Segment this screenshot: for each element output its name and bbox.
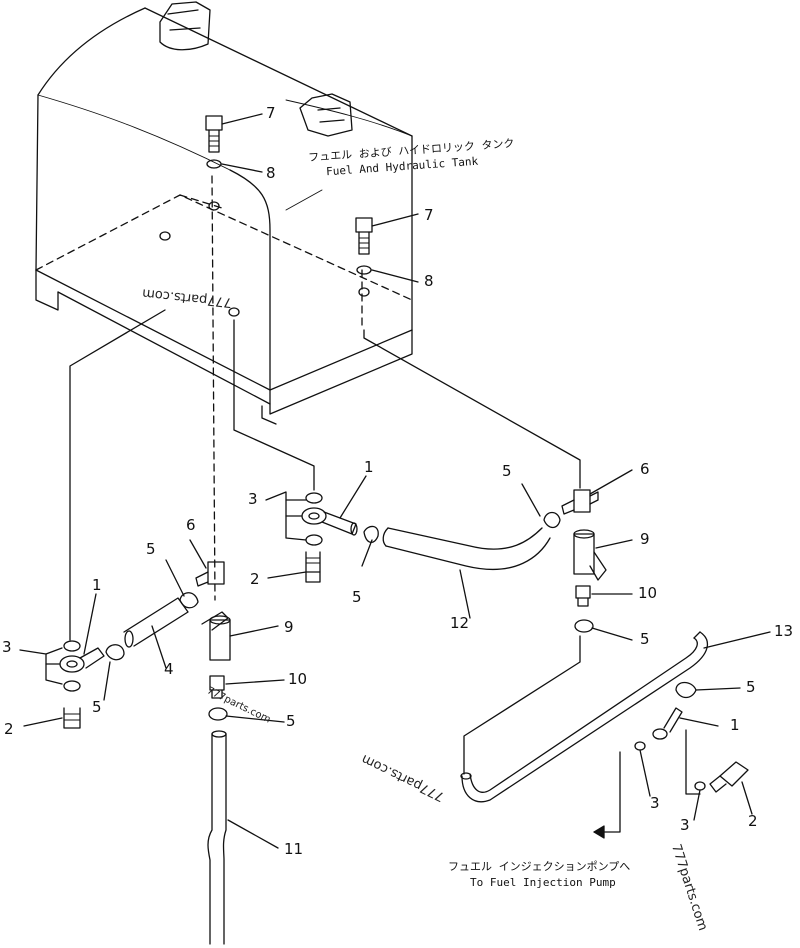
hose-12 [382,527,551,571]
callout-3-left: 3 [2,638,12,656]
callout-5-right-upper: 5 [502,462,512,480]
routing-lines [69,309,701,839]
cock-6-left [195,561,225,587]
callout-3-pump-left: 3 [650,794,660,812]
nipple-10-left [209,675,225,699]
callout-2-left: 2 [4,720,14,738]
bolt-7-lower [355,217,373,255]
tank-ports [159,201,370,317]
banjo-fitting-center [301,492,358,583]
callout-7-upper: 7 [266,104,276,122]
hose-13 [460,631,709,803]
callout-6-left: 6 [186,516,196,534]
washer-8-upper [206,159,222,169]
valve-9-left [201,611,231,661]
clamp-left [105,644,125,661]
banjo-fitting-pump [634,707,749,793]
tank-caps [159,1,353,137]
pump-caption-en: To Fuel Injection Pump [470,876,616,889]
callout-6-right: 6 [640,460,650,478]
callout-3-center: 3 [248,490,258,508]
clamp-left-upper [179,592,199,609]
hose-11 [207,730,227,945]
callout-12: 12 [450,614,470,632]
tank-hidden-lines [35,175,413,601]
callout-10-right: 10 [638,584,658,602]
cock-6-right [561,489,599,515]
callout-3-pump-right: 3 [680,816,690,834]
callout-1-center: 1 [364,458,374,476]
callout-8-upper: 8 [266,164,276,182]
callout-2-center: 2 [250,570,260,588]
callout-10-left: 10 [288,670,308,688]
valve-9-right [573,529,607,581]
callout-7-lower: 7 [424,206,434,224]
callout-9-right: 9 [640,530,650,548]
callout-1-pump: 1 [730,716,740,734]
callout-2-pump: 2 [748,812,758,830]
clamp-center [363,525,379,543]
callout-5-left: 5 [92,698,102,716]
clamp-right-pump [675,681,697,699]
clamp-right-upper [543,511,561,529]
callout-4: 4 [164,660,174,678]
callout-8-lower: 8 [424,272,434,290]
callout-9-left: 9 [284,618,294,636]
callout-5-center: 5 [352,588,362,606]
clamp-left-lower [208,707,228,721]
clamp-right-lower [574,619,594,633]
callout-5-right-lower: 5 [640,630,650,648]
callout-5-pump: 5 [746,678,756,696]
callout-5-left-upper: 5 [146,540,156,558]
callout-1-left: 1 [92,576,102,594]
callout-13: 13 [774,622,794,640]
callout-11: 11 [284,840,304,858]
washer-8-lower [356,265,372,275]
callout-5-left-lower: 5 [286,712,296,730]
nipple-10-right [575,585,591,607]
tank-outline [35,7,413,425]
pump-caption-jp: フュエル インジェクションポンプへ [448,860,631,873]
leader-lines [19,113,771,849]
bolt-7-upper [205,115,223,153]
